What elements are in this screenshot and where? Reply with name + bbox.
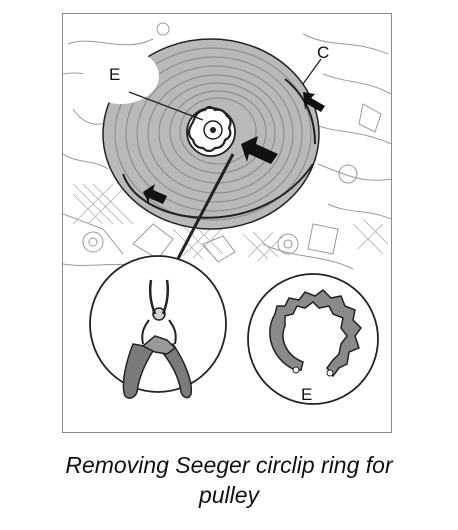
belt-callout-label: C	[317, 43, 330, 62]
pliers-detail	[89, 255, 227, 399]
magnifier-connector	[169, 153, 235, 273]
figure-caption: Removing Seeger circlip ring for pulley	[0, 450, 458, 510]
pulley-grooves	[114, 47, 312, 221]
arrow-left	[143, 184, 167, 204]
direction-arrows	[143, 92, 325, 204]
caption-line-1: Removing Seeger circlip ring for	[65, 452, 393, 478]
circlip-on-hub	[187, 105, 232, 153]
pulley-callout-label: E	[109, 65, 121, 84]
arrow-right	[303, 92, 325, 112]
illustration-svg	[63, 22, 391, 405]
pulley	[83, 38, 320, 230]
circlip-detail	[247, 273, 379, 405]
caption-line-2: pulley	[198, 482, 260, 508]
crosshatch-pattern	[72, 183, 389, 262]
seeger-circlip-icon	[269, 289, 362, 378]
circlip-pliers-icon	[122, 279, 193, 399]
circlip-callout-label: E	[301, 385, 313, 404]
leader-lines	[128, 58, 322, 121]
illustration-frame: E C E	[62, 13, 392, 433]
belt	[122, 163, 314, 219]
arrow-large	[241, 136, 278, 164]
